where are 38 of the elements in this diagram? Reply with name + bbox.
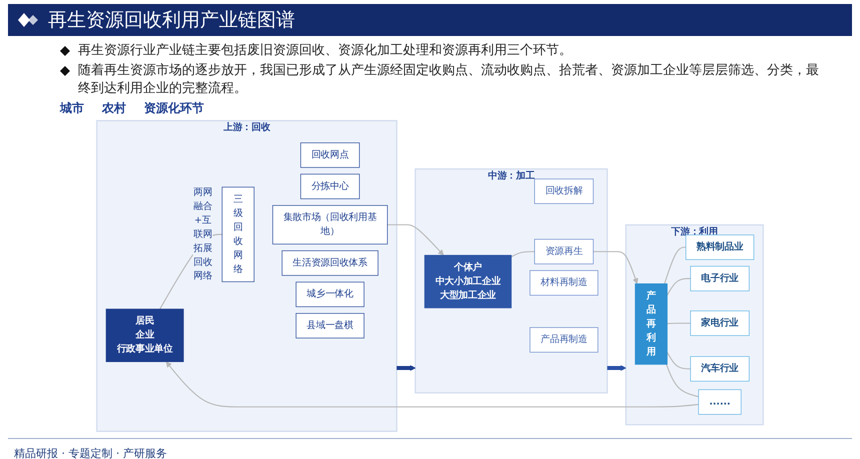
bullet-text: 随着再生资源市场的逐步放开，我国已形成了从产生源经固定收购点、流动收购点、拾荒者、资源加工企业等层层筛选、分类，最终到达利用企业的完整流程。: [78, 62, 820, 98]
edge-label: 两网融合+互联网拓展回收网络: [193, 186, 212, 282]
arrow: [387, 224, 444, 256]
arrow: [166, 361, 699, 408]
node-box: 个体户 中大小加工企业 大型加工企业: [424, 254, 512, 308]
node-box: 家电行业: [690, 310, 750, 336]
title: 再生资源回收利用产业链图谱: [48, 8, 295, 33]
node-box: 居民 企业 行政事业单位: [106, 308, 184, 362]
footer-text: 精品研报 · 专题定制 · 产研服务: [14, 447, 167, 459]
connector: [666, 278, 691, 296]
node-box: 产品再利用: [634, 283, 668, 365]
connector: [666, 364, 699, 398]
node-box: 县域一盘棋: [296, 313, 364, 338]
node-box: 熟料制品业: [686, 234, 754, 260]
connector: [666, 352, 691, 370]
connector: [667, 322, 691, 324]
node-box: 产品再制造: [530, 327, 598, 353]
group-heading: 城市: [60, 100, 84, 117]
arrow: [396, 365, 416, 371]
arrow: [593, 251, 638, 284]
node-box: 电子行业: [690, 266, 750, 292]
node-box: 资源再生: [534, 238, 594, 264]
connector: [664, 246, 686, 284]
group-heading: 农村: [102, 100, 126, 117]
node-box: 集散市场（回收利用基地）: [272, 205, 388, 244]
node-box: 生活资源回收体系: [282, 250, 378, 276]
node-box: 城乡一体化: [296, 282, 364, 308]
node-box: 回收网点: [300, 142, 360, 168]
node-box: 三级回收网络: [222, 186, 254, 282]
node-box: 回收拆解: [534, 178, 594, 204]
group-heading: 资源化环节: [144, 100, 204, 117]
node-box: 分拣中心: [300, 174, 360, 200]
arrow: [606, 365, 626, 371]
node-box: ......: [698, 389, 742, 415]
node-box: 材料再制造: [530, 270, 598, 296]
connector: [511, 251, 535, 258]
bullet-text: 再生资源行业产业链主要包括废旧资源回收、资源化加工处理和资源再利用三个环节。: [78, 42, 572, 60]
node-box: 汽车行业: [690, 356, 750, 382]
